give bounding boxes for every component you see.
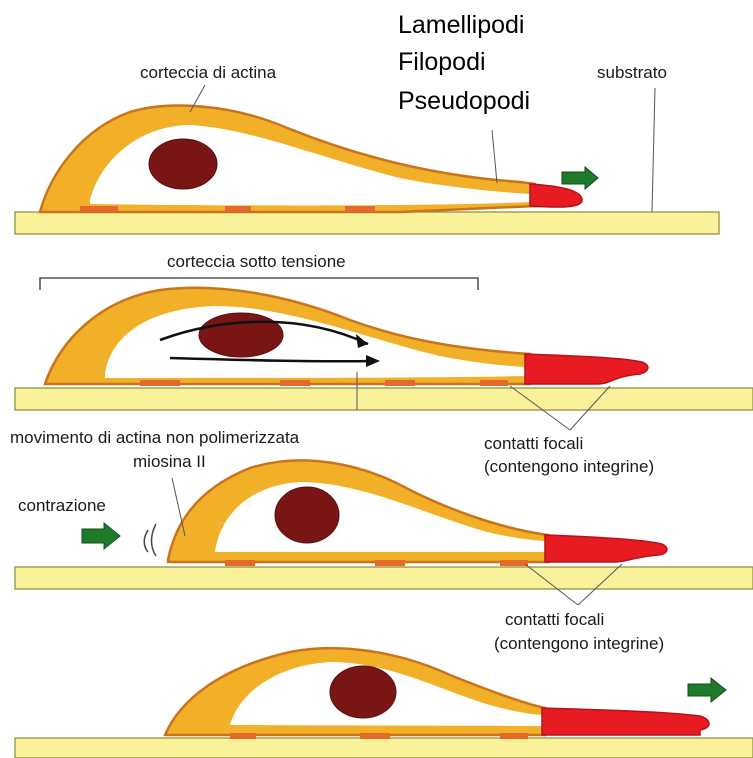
label-focal-contacts-1: contatti focali (484, 434, 583, 454)
label-pseudopodia: Pseudopodi (398, 86, 530, 116)
substrate-3 (15, 567, 753, 589)
nucleus-2 (199, 313, 283, 357)
label-cortex-tension: corteccia sotto tensione (167, 252, 346, 272)
leader-substrate (652, 88, 655, 212)
label-actin-cortex: corteccia di actina (140, 63, 276, 83)
substrate-4 (15, 738, 753, 758)
label-contraction: contrazione (18, 496, 106, 516)
substrate-1 (15, 212, 719, 234)
panel-4 (15, 648, 753, 758)
leader-protrusion (492, 130, 497, 183)
lamellipodium-4 (542, 708, 709, 735)
label-focal-contacts-1-note: (contengono integrine) (484, 457, 654, 477)
nucleus-4 (330, 666, 396, 718)
label-actin-movement: movimento di actina non polimerizzata (10, 428, 299, 448)
tension-bracket (40, 278, 478, 290)
label-substrate: substrato (597, 63, 667, 83)
arrow-right-1 (562, 167, 598, 189)
panel-2 (15, 278, 753, 430)
label-filopodia: Filopodi (398, 47, 486, 77)
lamellipodium-1 (530, 184, 582, 207)
substrate-2 (15, 388, 753, 410)
label-focal-contacts-2: contatti focali (505, 610, 604, 630)
nucleus-1 (149, 139, 217, 189)
label-focal-contacts-2-note: (contengono integrine) (494, 634, 664, 654)
nucleus-3 (275, 487, 339, 543)
panel-1 (15, 85, 719, 234)
lamellipodium-3 (545, 535, 667, 562)
motion-lines (144, 530, 148, 552)
arrow-right-4 (688, 678, 726, 702)
panel-3 (15, 460, 753, 605)
arrow-contraction (82, 523, 120, 549)
label-myosin: miosina II (133, 452, 206, 472)
lamellipodium-2 (525, 354, 648, 384)
label-lamellipodia: Lamellipodi (398, 10, 524, 40)
